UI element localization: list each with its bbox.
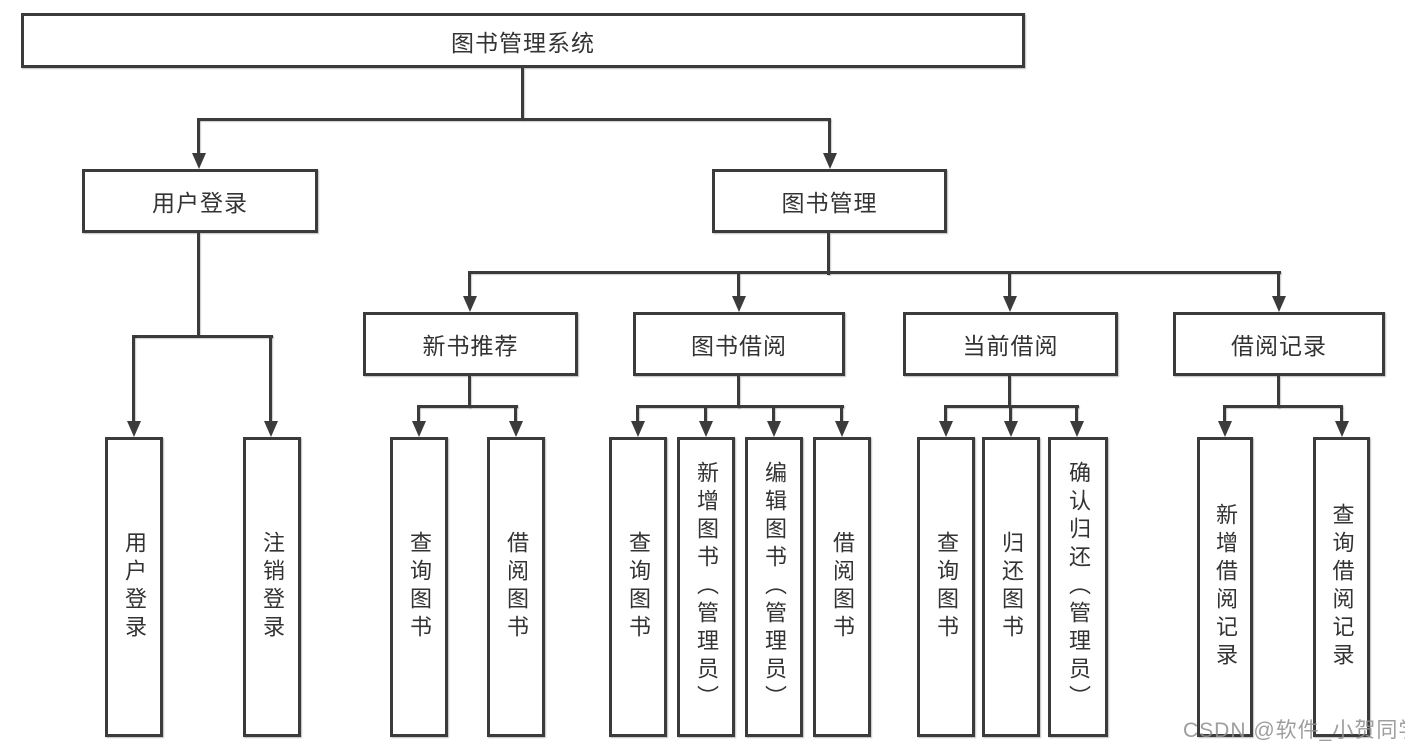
connector-g3-drop3: [772, 407, 775, 423]
connector-g5-drop1: [1223, 407, 1226, 423]
connector-g4-stem: [1008, 376, 1011, 408]
connector-g5-stem: [1277, 376, 1280, 408]
leaf-query-borrow-record: 查询借阅记录: [1313, 437, 1370, 737]
arrow-g4-leaf3: [1070, 421, 1084, 437]
node-new-book-recommend: 新书推荐: [363, 312, 578, 376]
leaf-edit-books-admin: 编辑图书（管理员）: [745, 437, 803, 737]
connector-root-stem: [521, 68, 524, 120]
arrow-g3-leaf4: [835, 421, 849, 437]
connector-g4-drop3: [1075, 407, 1078, 423]
leaf-borrow-books-recommend: 借阅图书: [487, 437, 545, 737]
connector-level2-bar: [468, 271, 1281, 274]
connector-g4-drop2: [1009, 407, 1012, 423]
arrow-to-book-borrow: [732, 296, 746, 312]
arrow-g4-leaf1: [939, 421, 953, 437]
connector-drop-borrow-records: [1277, 273, 1280, 299]
connector-g3-drop2: [704, 407, 707, 423]
arrow-to-login: [127, 421, 141, 437]
leaf-return-books: 归还图书: [982, 437, 1040, 737]
node-book-management: 图书管理: [712, 169, 947, 233]
leaf-user-login: 用户登录: [105, 437, 163, 737]
node-current-borrow: 当前借阅: [903, 312, 1118, 376]
arrow-to-logout: [264, 421, 278, 437]
leaf-query-books-recommend: 查询图书: [390, 437, 448, 737]
leaf-add-borrow-record: 新增借阅记录: [1197, 437, 1253, 737]
arrow-to-user-login: [192, 153, 206, 169]
csdn-watermark: CSDN @软件_小贺同学: [1183, 719, 1405, 742]
leaf-query-books-borrow: 查询图书: [609, 437, 667, 737]
node-borrow-records: 借阅记录: [1173, 312, 1385, 376]
node-library-management-system: 图书管理系统: [21, 13, 1025, 68]
leaf-query-books-current: 查询图书: [917, 437, 975, 737]
connector-user-login-bar: [132, 335, 273, 338]
connector-book-mgmt-drop: [828, 120, 831, 156]
connector-g3-bar: [636, 405, 844, 408]
connector-g3-drop1: [636, 407, 639, 423]
arrow-to-book-management: [823, 153, 837, 169]
connector-g2-stem: [468, 376, 471, 408]
leaf-add-books-admin: 新增图书（管理员）: [677, 437, 735, 737]
arrow-g4-leaf2: [1004, 421, 1018, 437]
connector-g4-bar: [944, 405, 1079, 408]
connector-g2-drop2: [514, 407, 517, 423]
connector-g3-drop4: [840, 407, 843, 423]
connector-drop-login: [132, 335, 135, 423]
leaf-confirm-return-admin: 确认归还（管理员）: [1048, 437, 1108, 737]
arrow-g3-leaf3: [767, 421, 781, 437]
connector-g5-drop2: [1340, 407, 1343, 423]
connector-user-login-drop: [197, 120, 200, 156]
arrow-g5-leaf2: [1335, 421, 1349, 437]
arrow-g2-leaf1: [412, 421, 426, 437]
arrow-to-current-borrow: [1003, 296, 1017, 312]
connector-drop-current-borrow: [1008, 273, 1011, 299]
connector-drop-logout: [269, 335, 272, 423]
connector-drop-new-book: [468, 273, 471, 299]
connector-g5-bar: [1223, 405, 1343, 408]
leaf-borrow-books: 借阅图书: [813, 437, 871, 737]
connector-g4-drop1: [944, 407, 947, 423]
arrow-g3-leaf1: [631, 421, 645, 437]
arrow-g5-leaf1: [1218, 421, 1232, 437]
leaf-logout: 注销登录: [243, 437, 301, 737]
node-book-borrow: 图书借阅: [633, 312, 845, 376]
arrow-to-borrow-records: [1272, 296, 1286, 312]
connector-g3-stem: [737, 376, 740, 408]
connector-level1-bar: [197, 118, 831, 121]
connector-g2-bar: [417, 405, 518, 408]
arrow-g2-leaf2: [509, 421, 523, 437]
arrow-to-new-book-recommend: [463, 296, 477, 312]
connector-g2-drop1: [417, 407, 420, 423]
connector-drop-book-borrow: [737, 273, 740, 299]
connector-book-mgmt-stem: [827, 233, 830, 275]
connector-user-login-stem: [197, 233, 200, 337]
arrow-g3-leaf2: [699, 421, 713, 437]
node-user-login: 用户登录: [82, 169, 318, 233]
